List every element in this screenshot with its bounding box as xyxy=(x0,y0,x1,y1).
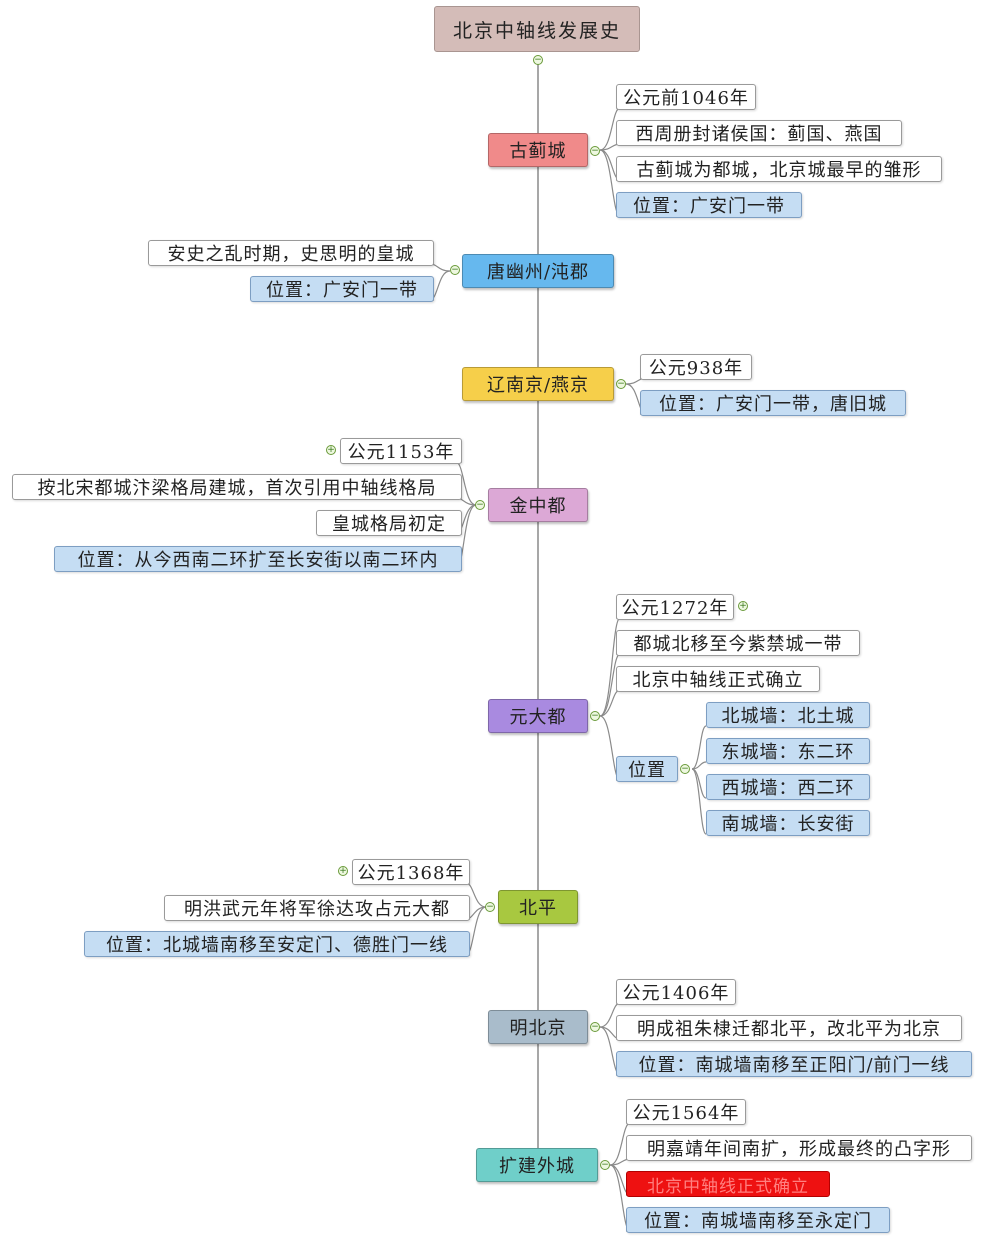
leaf-text: 古蓟城为都城，北京城最早的雏形 xyxy=(616,156,942,182)
collapse-minus-icon[interactable]: − xyxy=(590,146,600,156)
node-yuan[interactable]: 元大都 xyxy=(488,699,588,733)
highlight-text: 北京中轴线正式确立 xyxy=(626,1171,830,1197)
location-text: 位置：广安门一带，唐旧城 xyxy=(640,390,906,416)
collapse-minus-icon[interactable]: − xyxy=(600,1160,610,1170)
leaf-text: 安史之乱时期，史思明的皇城 xyxy=(148,240,434,266)
leaf-text: 北京中轴线正式确立 xyxy=(616,666,820,692)
expand-plus-icon[interactable]: + xyxy=(338,866,348,876)
location-text[interactable]: 位置 xyxy=(616,756,678,782)
leaf-text: 明洪武元年将军徐达攻占元大都 xyxy=(164,895,470,921)
leaf-text: 皇城格局初定 xyxy=(316,510,462,536)
collapse-minus-icon[interactable]: − xyxy=(475,500,485,510)
node-liao[interactable]: 辽南京/燕京 xyxy=(462,367,614,401)
leaf-text: 公元1564年 xyxy=(626,1099,746,1125)
location-text: 位置：广安门一带 xyxy=(250,276,434,302)
collapse-minus-icon[interactable]: − xyxy=(616,379,626,389)
location-text: 位置：从今西南二环扩至长安街以南二环内 xyxy=(54,546,462,572)
expand-plus-icon[interactable]: + xyxy=(738,601,748,611)
collapse-minus-icon[interactable]: − xyxy=(590,711,600,721)
location-text: 东城墙：东二环 xyxy=(706,738,870,764)
collapse-minus-icon[interactable]: − xyxy=(450,265,460,275)
location-text: 位置：南城墙南移至永定门 xyxy=(626,1207,890,1233)
leaf-text: 公元前1046年 xyxy=(616,84,756,110)
leaf-text: 按北宋都城汴梁格局建城，首次引用中轴线格局 xyxy=(12,474,462,500)
location-text: 北城墙：北土城 xyxy=(706,702,870,728)
leaf-text: 明成祖朱棣迁都北平，改北平为北京 xyxy=(616,1015,962,1041)
leaf-text: 公元938年 xyxy=(640,354,752,380)
location-text: 位置：广安门一带 xyxy=(616,192,802,218)
connector-line xyxy=(691,768,707,835)
map-title[interactable]: 北京中轴线发展史 xyxy=(434,6,640,52)
leaf-text: 公元1272年 xyxy=(616,594,734,620)
node-beiping[interactable]: 北平 xyxy=(498,890,578,924)
node-tang[interactable]: 唐幽州/沌郡 xyxy=(462,254,614,288)
location-text: 南城墙：长安街 xyxy=(706,810,870,836)
location-text: 位置：南城墙南移至正阳门/前门一线 xyxy=(616,1051,972,1077)
leaf-text: 公元1368年 xyxy=(352,859,470,885)
node-jin[interactable]: 金中都 xyxy=(488,488,588,522)
node-kuojian[interactable]: 扩建外城 xyxy=(476,1148,598,1182)
collapse-minus-icon[interactable]: − xyxy=(590,1022,600,1032)
expand-plus-icon[interactable]: + xyxy=(326,445,336,455)
node-gujicheng[interactable]: 古蓟城 xyxy=(488,133,588,167)
collapse-minus-icon[interactable]: − xyxy=(680,764,690,774)
leaf-text: 公元1153年 xyxy=(340,438,462,464)
node-ming[interactable]: 明北京 xyxy=(488,1010,588,1044)
leaf-text: 公元1406年 xyxy=(616,979,736,1005)
connector-line xyxy=(691,761,707,770)
collapse-minus-icon[interactable]: − xyxy=(485,902,495,912)
leaf-text: 明嘉靖年间南扩，形成最终的凸字形 xyxy=(626,1135,972,1161)
location-text: 西城墙：西二环 xyxy=(706,774,870,800)
leaf-text: 西周册封诸侯国：蓟国、燕国 xyxy=(616,120,902,146)
connector-line xyxy=(691,725,707,770)
location-text: 位置：北城墙南移至安定门、德胜门一线 xyxy=(84,931,470,957)
leaf-text: 都城北移至今紫禁城一带 xyxy=(616,630,860,656)
collapse-minus-icon[interactable]: − xyxy=(533,55,543,65)
